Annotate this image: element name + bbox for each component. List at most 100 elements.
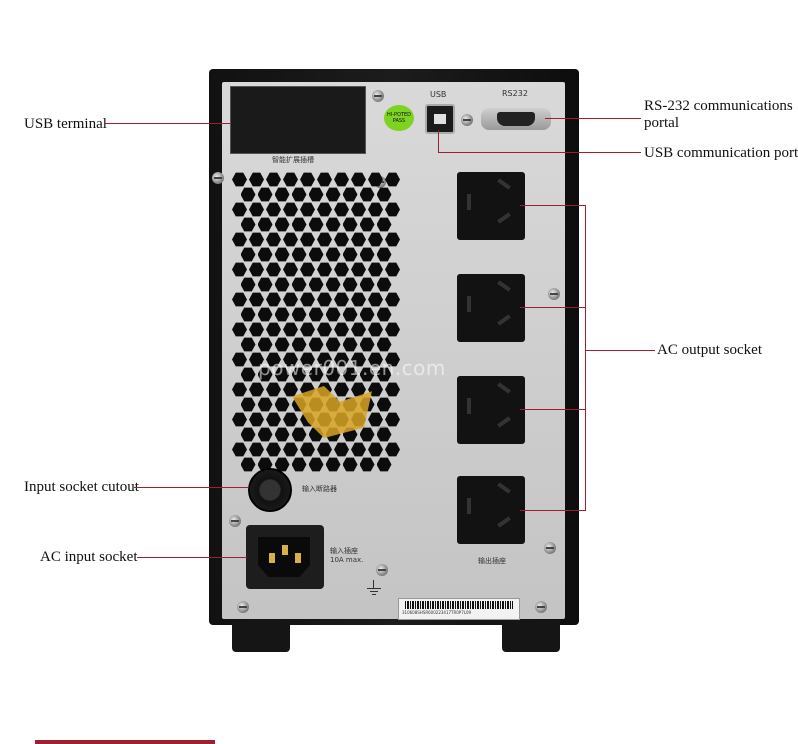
vent-hole <box>376 187 392 202</box>
vent-hole <box>376 367 392 382</box>
input-cutout-label: Input socket cutout <box>24 479 139 495</box>
vent-hole <box>376 217 392 232</box>
serial-number: 310608SHSR600223417TR0P7L09 <box>402 610 472 615</box>
vent-hole <box>376 307 392 322</box>
vent-hole <box>257 187 273 202</box>
vent-hole <box>334 442 349 457</box>
vent-hole <box>283 352 298 367</box>
vent-hole <box>232 382 247 397</box>
vent-hole <box>342 367 358 382</box>
ac-output-tick-1 <box>520 205 585 206</box>
output-socket-label: 输出插座 <box>478 557 506 565</box>
vent-hole <box>385 322 400 337</box>
vent-hole <box>300 232 315 247</box>
ac-output-tick-2 <box>520 307 585 308</box>
vent-hole <box>283 412 298 427</box>
ac-output-socket-4 <box>457 476 525 544</box>
slot-label: 智能扩展插槽 <box>272 156 314 164</box>
vent-hole <box>308 367 324 382</box>
vent-hole <box>308 457 324 472</box>
vent-hole <box>342 457 358 472</box>
vent-hole <box>240 367 256 382</box>
vent-hole <box>308 247 324 262</box>
vent-hole <box>368 232 383 247</box>
vent-hole <box>232 292 247 307</box>
ac-output-socket-1 <box>457 172 525 240</box>
input-socket-label: 输入插座 <box>330 547 358 555</box>
vent-hole <box>266 172 281 187</box>
vent-hole <box>359 457 375 472</box>
vent-hole <box>257 427 273 442</box>
vent-hole <box>317 352 332 367</box>
vent-hole <box>232 412 247 427</box>
vent-hole <box>325 337 341 352</box>
rs232-port-text: RS232 <box>502 89 528 98</box>
ac-output-socket-2 <box>457 274 525 342</box>
vent-hole <box>385 232 400 247</box>
vent-hole <box>351 262 366 277</box>
vent-hole <box>385 352 400 367</box>
vent-hole <box>249 352 264 367</box>
breaker-label: 输入断路器 <box>302 485 337 493</box>
vent-hole <box>359 247 375 262</box>
usb-terminal-line <box>104 123 230 124</box>
vent-hole <box>334 232 349 247</box>
ac-input-label: AC input socket <box>40 549 138 565</box>
input-cutout-line <box>134 487 248 488</box>
vent-hole <box>291 277 307 292</box>
ups-foot-left <box>232 620 290 652</box>
vent-hole <box>368 202 383 217</box>
screw-icon <box>461 114 473 126</box>
vent-hole <box>266 292 281 307</box>
vent-hole <box>232 322 247 337</box>
vent-hole <box>308 307 324 322</box>
vent-hole <box>368 382 383 397</box>
vent-hole <box>351 442 366 457</box>
vent-hole <box>266 412 281 427</box>
vent-hole <box>385 172 400 187</box>
vent-hole <box>308 337 324 352</box>
vent-hole <box>342 277 358 292</box>
vent-hole <box>334 292 349 307</box>
vent-hole <box>283 292 298 307</box>
vent-hole <box>274 217 290 232</box>
vent-hole <box>385 412 400 427</box>
vent-hole <box>283 322 298 337</box>
vent-hole <box>240 247 256 262</box>
vent-hole <box>300 172 315 187</box>
vent-hole <box>274 427 290 442</box>
usb-port-line-h <box>438 152 641 153</box>
vent-hole <box>376 277 392 292</box>
vent-hole <box>385 442 400 457</box>
vent-hole <box>351 292 366 307</box>
vent-hole <box>325 187 341 202</box>
vent-hole <box>232 202 247 217</box>
vent-hole <box>283 232 298 247</box>
input-rating-label: 10A max. <box>330 556 364 564</box>
vent-hole <box>359 217 375 232</box>
vent-hole <box>385 262 400 277</box>
vent-hole <box>249 382 264 397</box>
vent-hole <box>325 247 341 262</box>
vent-hole <box>232 262 247 277</box>
vent-hole <box>291 187 307 202</box>
ac-input-line <box>137 557 247 558</box>
vent-hole <box>274 397 290 412</box>
hipot-sticker <box>384 105 414 131</box>
vent-hole <box>266 232 281 247</box>
input-breaker <box>248 468 292 512</box>
ground-icon <box>367 580 381 596</box>
vent-hole <box>232 172 247 187</box>
vent-hole <box>334 172 349 187</box>
usb-port <box>425 104 455 134</box>
vent-hole <box>283 172 298 187</box>
vent-hole <box>274 277 290 292</box>
vent-hole <box>291 427 307 442</box>
vent-hole <box>368 412 383 427</box>
vent-hole <box>334 352 349 367</box>
vent-hole <box>308 217 324 232</box>
vent-hole <box>283 262 298 277</box>
vent-hole <box>376 397 392 412</box>
usb-port-text: USB <box>430 90 447 99</box>
vent-hole <box>274 457 290 472</box>
